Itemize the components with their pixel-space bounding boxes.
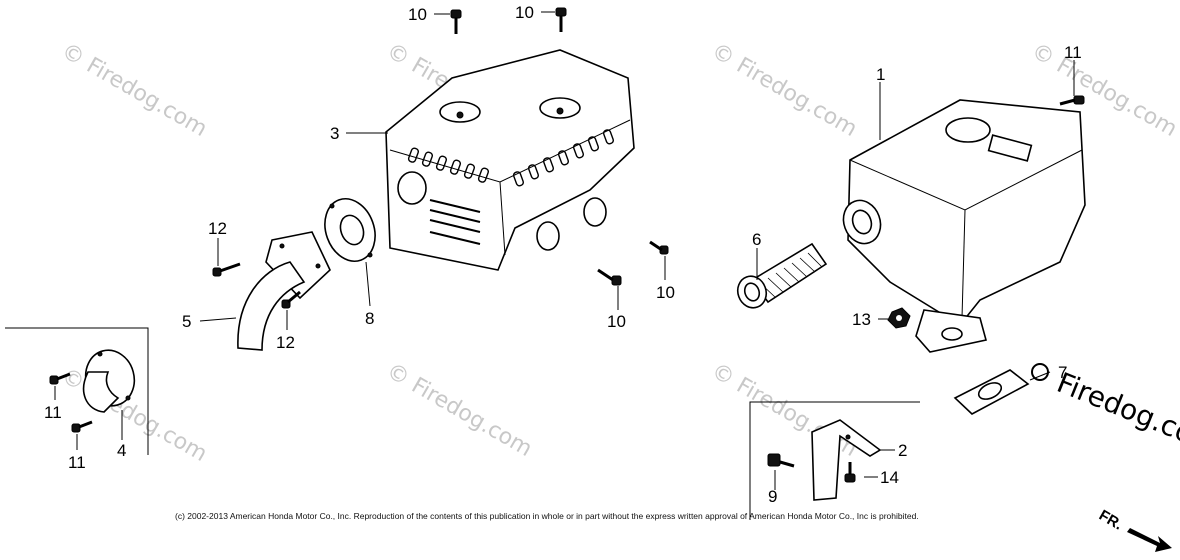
callout-10: 10 (408, 5, 427, 24)
callout-13: 13 (852, 310, 871, 329)
exhaust-pipe (237, 231, 331, 351)
nut-icon (887, 307, 911, 329)
bolt-icon (49, 372, 71, 385)
large-watermark: Firedog.com (1031, 363, 1180, 461)
callout-10: 10 (656, 283, 675, 302)
callout-12: 12 (276, 333, 295, 352)
bolt-icon (597, 268, 622, 286)
muffler-protector (385, 49, 635, 271)
callout-10: 10 (607, 312, 626, 331)
callout-5: 5 (182, 312, 191, 331)
front-direction-indicator: FR. (1096, 507, 1172, 552)
callout-7: 7 (1058, 363, 1067, 382)
spark-arrester (736, 242, 828, 309)
callout-4: 4 (117, 441, 126, 460)
muffler (842, 99, 1086, 353)
watermark-large: Firedog.com (1052, 366, 1180, 461)
exhaust-gasket (324, 198, 376, 262)
callout-6: 6 (752, 230, 761, 249)
muffler-gasket (953, 369, 1030, 415)
callouts: 10 10 11 1 3 12 6 10 8 5 10 13 12 7 11 2… (44, 3, 1082, 506)
watermark: © Firedog.com (382, 359, 536, 462)
watermark: © Firedog.com (57, 39, 211, 142)
callout-11: 11 (44, 403, 62, 422)
watermark: © Firedog.com (707, 39, 861, 142)
arrow-icon (1127, 528, 1172, 552)
copyright-notice: (c) 2002-2013 American Honda Motor Co., … (175, 511, 919, 521)
bolt-icon (281, 290, 301, 309)
callout-8: 8 (365, 309, 374, 328)
inset-exhaust-pipe (82, 349, 136, 413)
bolt-icon (212, 262, 241, 277)
callout-1: 1 (876, 65, 885, 84)
muffler-stay (811, 419, 882, 501)
bolt-icon (767, 453, 795, 468)
callout-3: 3 (330, 124, 339, 143)
callout-10: 10 (515, 3, 534, 22)
inset-frames (5, 327, 920, 520)
callout-9: 9 (768, 487, 777, 506)
bolt-icon (649, 240, 669, 255)
bolt-icon (1059, 95, 1085, 106)
callout-11: 11 (68, 453, 86, 472)
callout-2: 2 (898, 441, 907, 460)
callout-14: 14 (880, 468, 899, 487)
bolt-icon (844, 462, 856, 483)
bolts (49, 7, 1085, 483)
vent-slots (407, 129, 615, 187)
callout-12: 12 (208, 219, 227, 238)
callout-11: 11 (1064, 43, 1082, 62)
bolt-icon (71, 420, 93, 433)
leader-lines (54, 11, 1075, 490)
bolt-icon (450, 9, 462, 34)
front-label: FR. (1096, 507, 1125, 534)
bolt-icon (555, 7, 567, 32)
